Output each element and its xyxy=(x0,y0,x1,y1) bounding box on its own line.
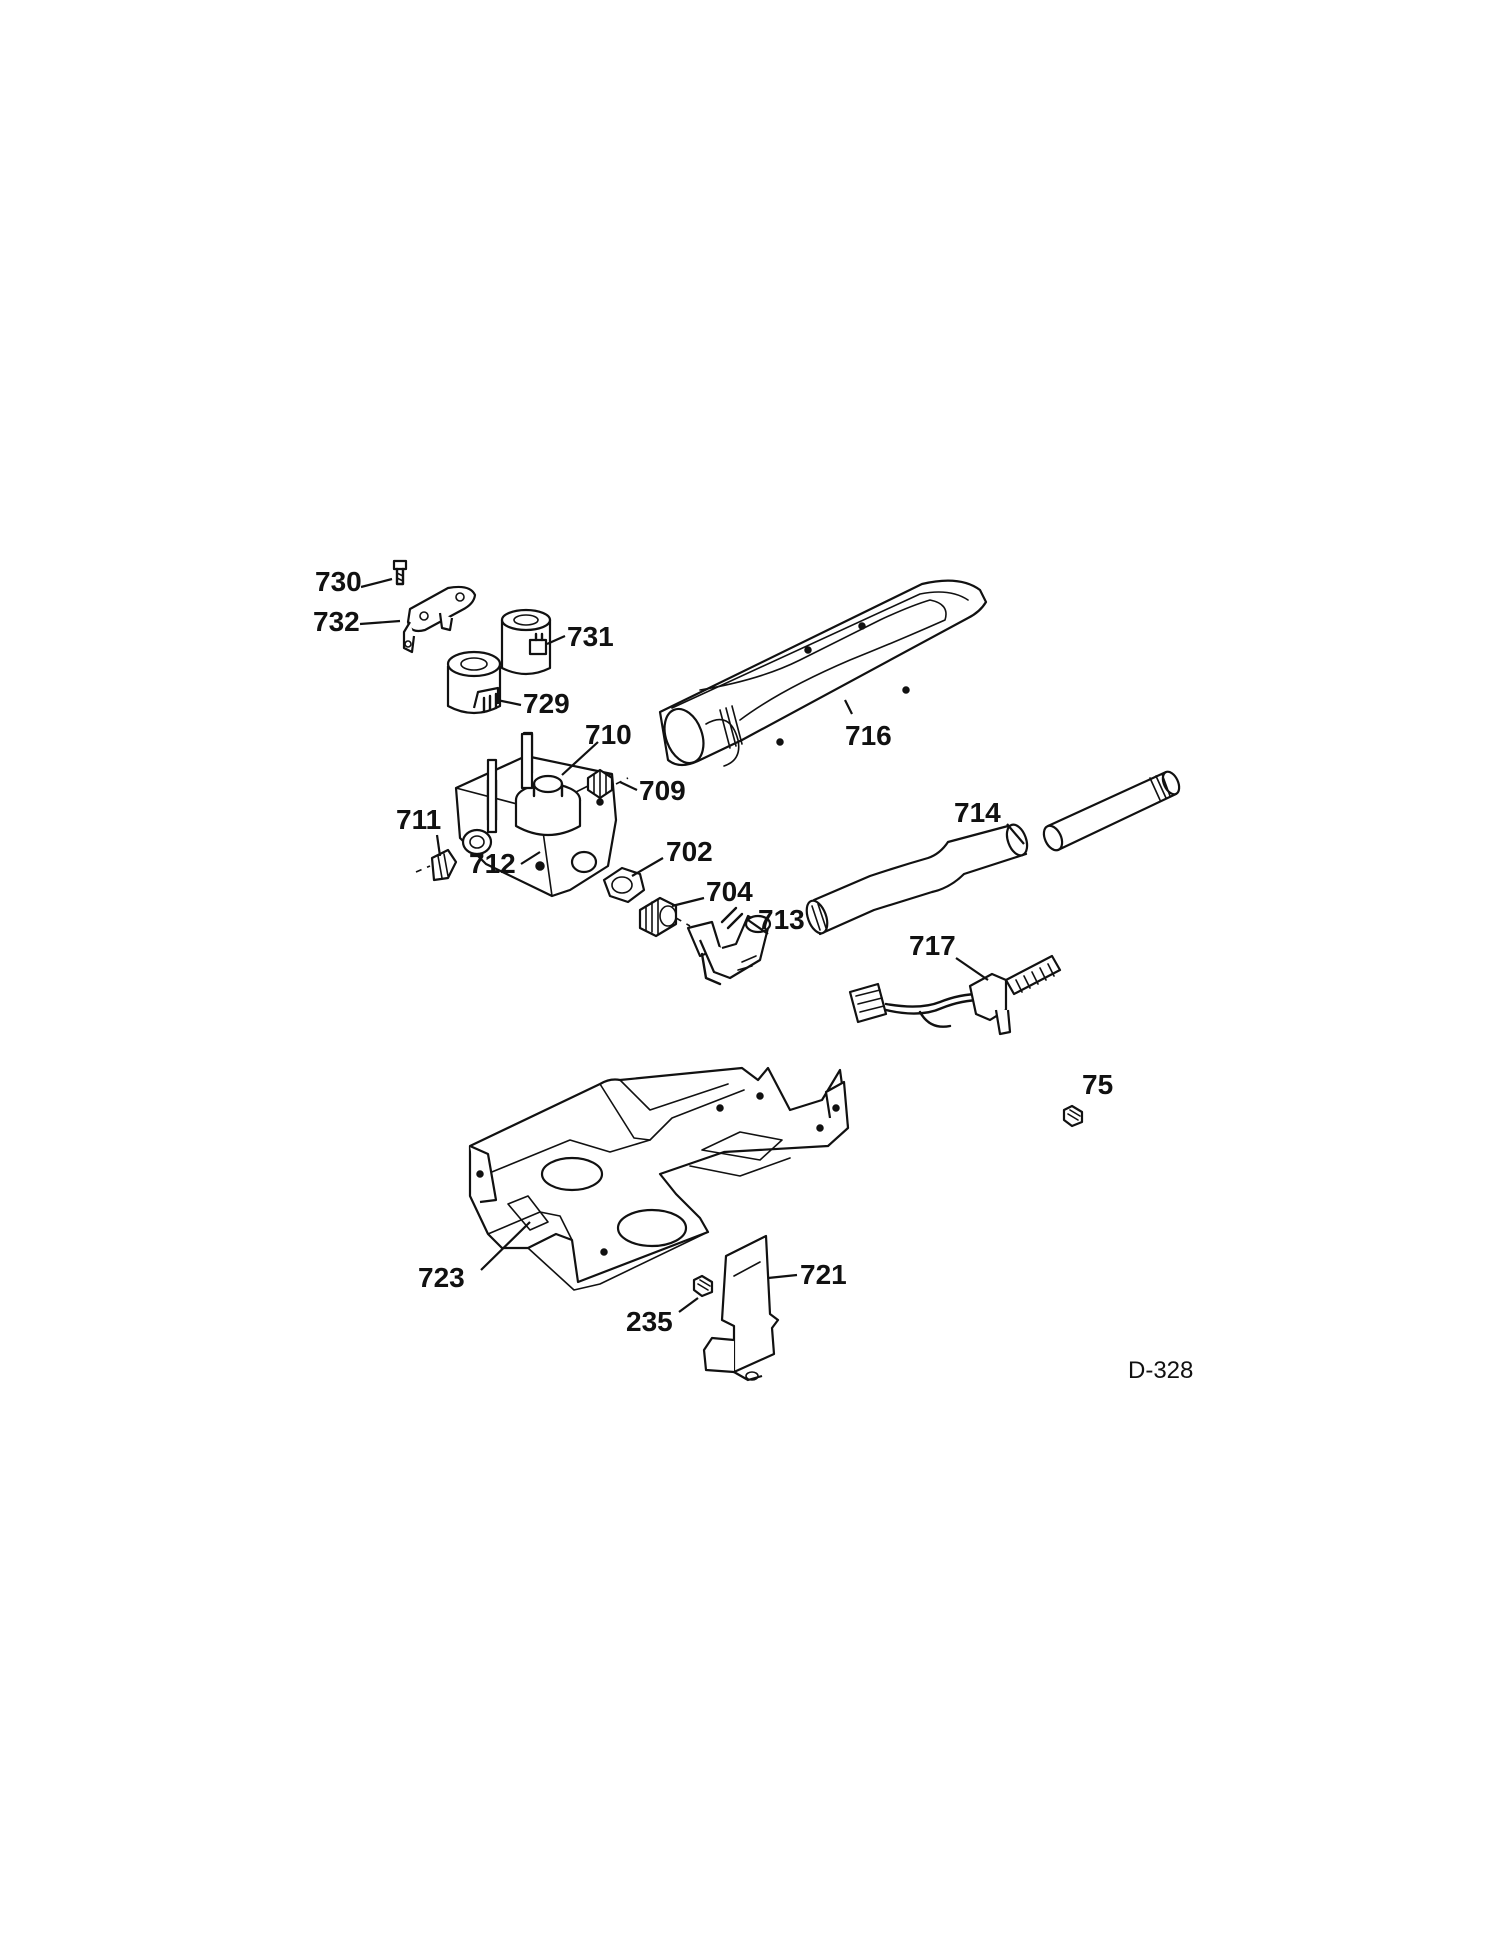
label-235: 235 xyxy=(626,1306,673,1337)
label-721: 721 xyxy=(800,1259,847,1290)
part-704-orifice xyxy=(638,896,678,938)
label-75: 75 xyxy=(1082,1069,1113,1100)
part-712-gas-valve xyxy=(454,731,618,898)
label-702: 702 xyxy=(666,836,713,867)
label-710: 710 xyxy=(585,719,632,750)
label-704: 704 xyxy=(706,876,753,907)
diagram-code: D-328 xyxy=(1128,1357,1193,1384)
label-731: 731 xyxy=(567,621,614,652)
label-729: 729 xyxy=(523,688,570,719)
part-714-tube xyxy=(805,770,1181,936)
part-730-screw xyxy=(392,559,408,586)
part-721-bracket xyxy=(702,1234,780,1382)
label-717: 717 xyxy=(909,930,956,961)
label-714: 714 xyxy=(954,797,1001,828)
part-731-solenoid-coil xyxy=(500,608,552,676)
label-713: 713 xyxy=(758,904,805,935)
label-730: 730 xyxy=(315,566,362,597)
part-75-screw xyxy=(1062,1104,1084,1128)
label-711: 711 xyxy=(396,804,441,835)
label-709: 709 xyxy=(639,775,686,806)
part-number-labels: 730 732 731 729 716 710 709 711 712 702 … xyxy=(313,566,1193,1384)
leader-lines xyxy=(359,577,1025,1313)
part-235-screw xyxy=(692,1274,714,1298)
part-717-igniter xyxy=(848,954,1062,1036)
part-729-solenoid-coil xyxy=(446,650,502,715)
part-723-mounting-plate xyxy=(468,1066,850,1291)
label-716: 716 xyxy=(845,720,892,751)
label-723: 723 xyxy=(418,1262,465,1293)
label-712: 712 xyxy=(469,848,516,879)
part-713-elbow xyxy=(675,906,772,986)
label-732: 732 xyxy=(313,606,360,637)
part-709-fitting xyxy=(586,768,629,800)
part-702-nut xyxy=(602,866,646,904)
part-711-fitting xyxy=(415,848,458,882)
part-716-burner xyxy=(658,579,988,767)
part-732-bracket xyxy=(402,585,477,654)
